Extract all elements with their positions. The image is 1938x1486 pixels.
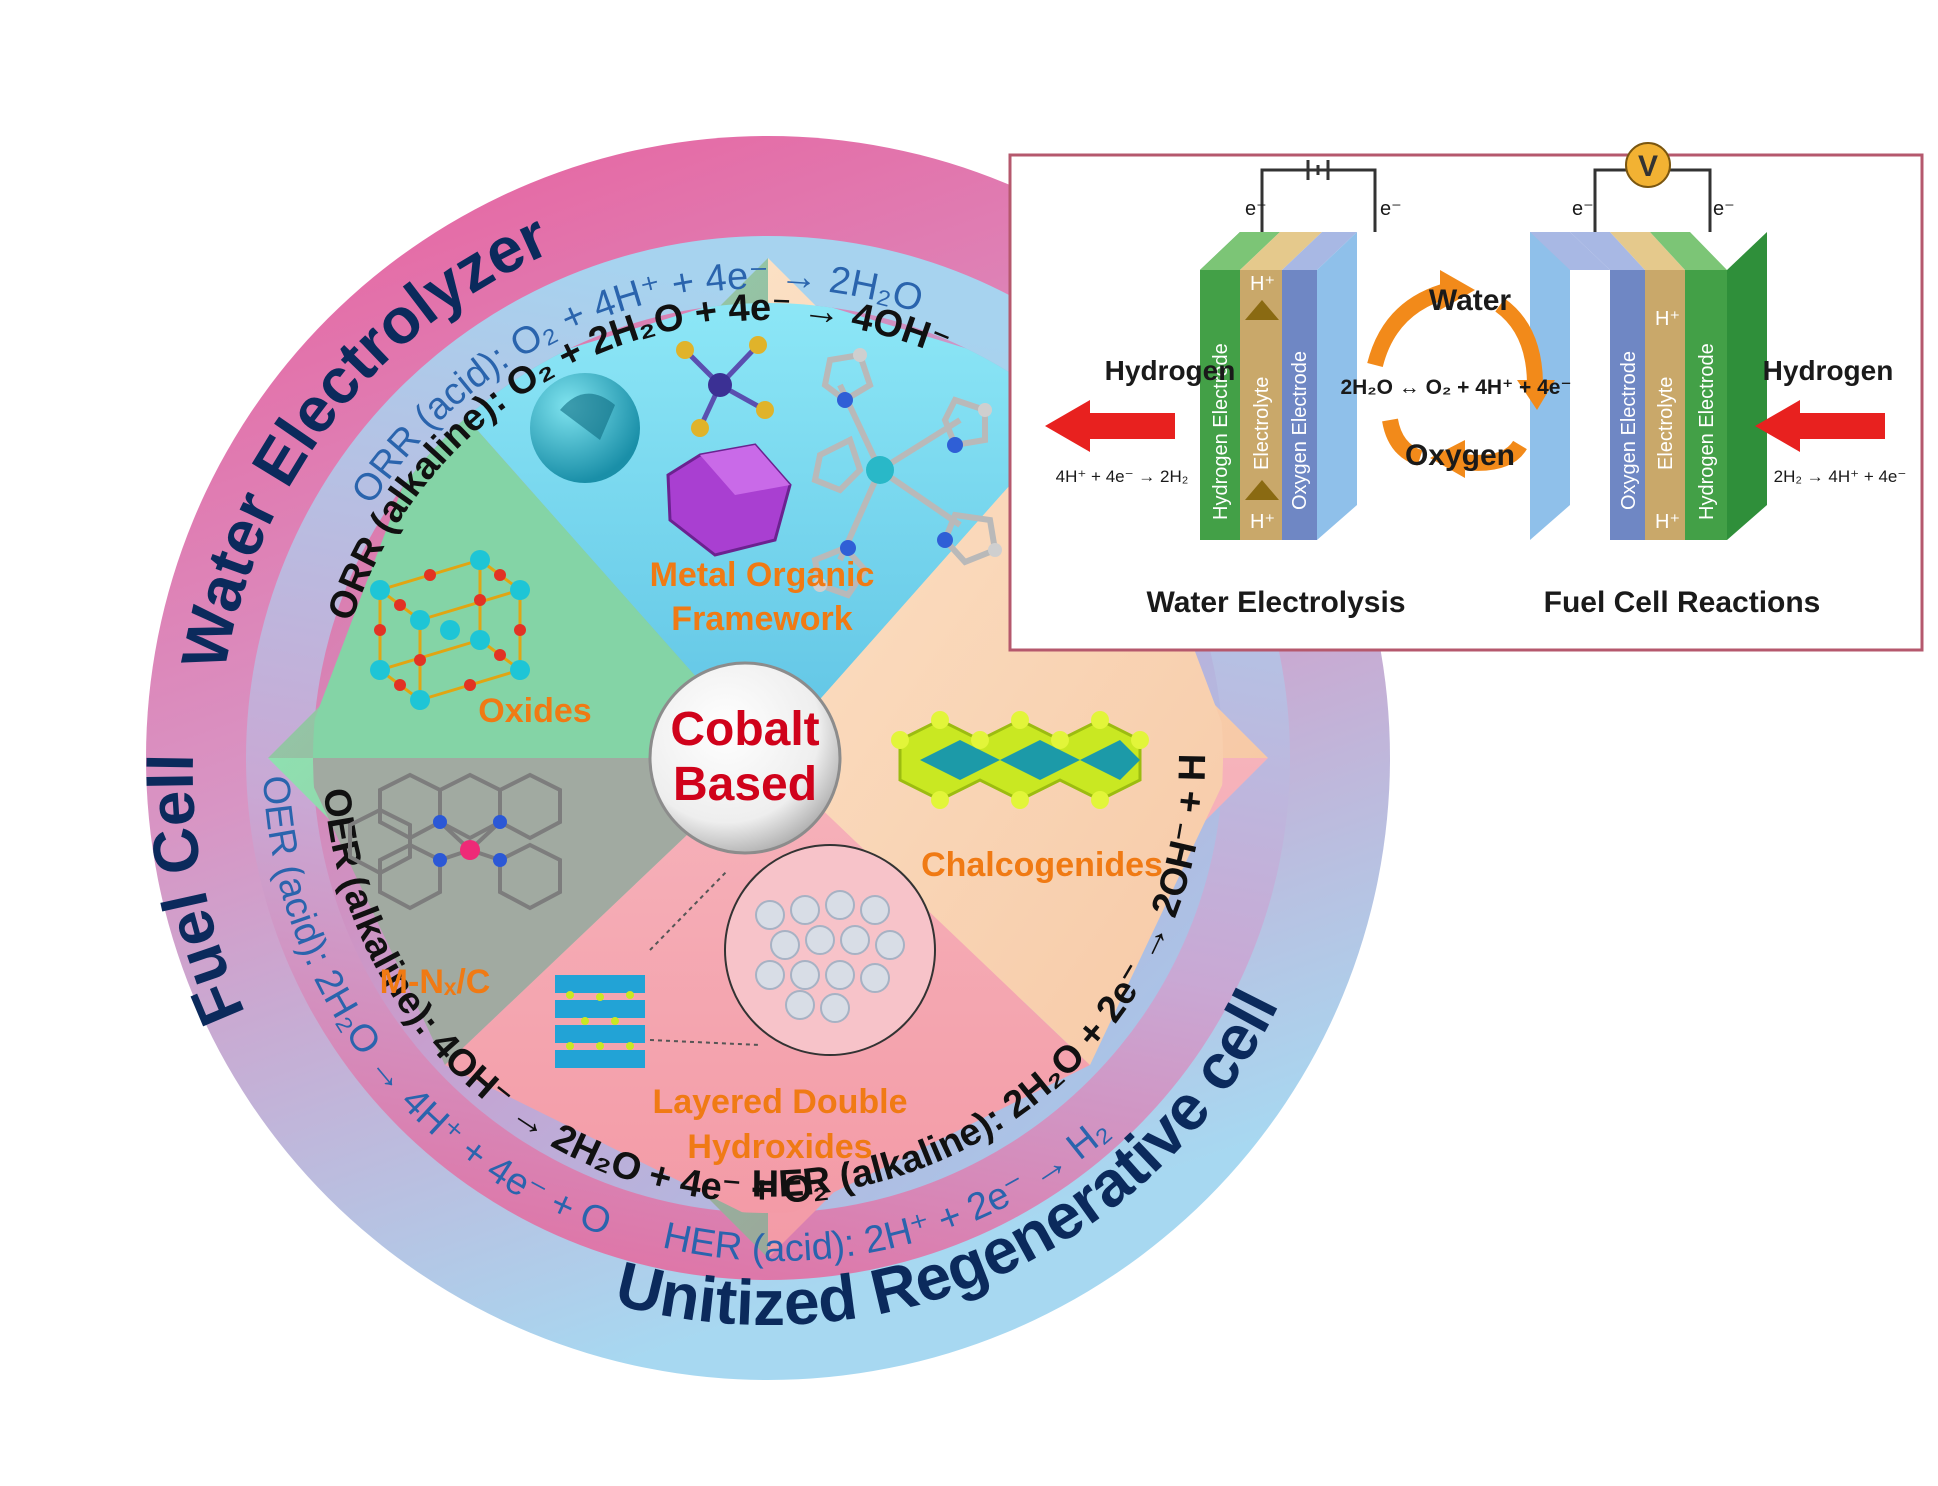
center-label-line2: Based — [673, 758, 817, 811]
mof-polyhedron-face-icon — [700, 445, 790, 495]
chalcogenides-chain-icon — [891, 711, 1149, 809]
fuel-cell-voltmeter-icon: V — [1593, 142, 1712, 232]
fc-proton-top: H⁺ — [1655, 308, 1680, 330]
elec-layer-oxygen-electrode: Oxygen Electrode — [1289, 351, 1311, 510]
oxides-lattice-icon — [370, 550, 530, 710]
label-mof-line2: Framework — [671, 600, 852, 638]
water-oxygen-cycle-icon — [1367, 270, 1555, 478]
fc-layer-electrolyte: Electrolyte — [1655, 377, 1677, 470]
inset-water: Water — [1429, 284, 1512, 317]
hydrogen-in-arrow-icon — [1755, 400, 1885, 452]
fc-proton-bottom: H⁺ — [1655, 511, 1680, 533]
elec-proton-top: H⁺ — [1250, 273, 1275, 295]
elec-layer-electrolyte: Electrolyte — [1251, 377, 1273, 470]
label-chalcogenides: Chalcogenides — [921, 846, 1163, 884]
inset-oxygen: Oxygen — [1405, 439, 1515, 472]
inset-caption-fuel-cell-reactions: Fuel Cell Reactions — [1544, 586, 1821, 619]
inset-caption-water-electrolysis: Water Electrolysis — [1147, 586, 1406, 619]
elec-electron-right: e⁻ — [1380, 198, 1402, 220]
hydrogen-out-arrow-icon — [1045, 400, 1175, 452]
label-mof-line1: Metal Organic — [650, 556, 875, 594]
mof-sphere-cut-icon — [560, 393, 615, 440]
quadrant-oxides-fill — [313, 388, 768, 758]
center-sphere — [648, 661, 842, 855]
elec-proton-bottom: H⁺ — [1250, 511, 1275, 533]
inset-right-equation: 2H₂ → 4H⁺ + 4e⁻ — [1774, 467, 1907, 486]
label-ldh-line1: Layered Double — [652, 1083, 907, 1121]
fc-electron-right: e⁻ — [1713, 198, 1735, 220]
inset-center-equation: 2H₂O ↔ O₂ + 4H⁺ + 4e⁻ — [1340, 376, 1571, 399]
center-label-line1: Cobalt — [670, 703, 819, 756]
label-mnxc: M-Nₓ/C — [380, 963, 491, 1001]
ldh-layers-icon — [555, 975, 645, 1068]
ldh-illustration — [555, 844, 936, 1068]
fuel-cell-icon — [1530, 232, 1767, 540]
label-ldh-line2: Hydroxides — [687, 1128, 872, 1166]
mof-illustration — [530, 336, 1002, 599]
mof-linker-network-icon — [811, 348, 1002, 599]
mnxc-structure-icon — [348, 772, 562, 911]
elec-layer-hydrogen-electrode: Hydrogen Electrode — [1210, 343, 1232, 520]
elec-electron-left: e⁻ — [1245, 198, 1267, 220]
electrolysis-battery-icon — [1260, 160, 1377, 232]
electrolysis-cell-icon — [1200, 232, 1357, 540]
voltmeter-label: V — [1638, 150, 1658, 183]
inset-left-equation: 4H⁺ + 4e⁻ → 2H₂ — [1056, 467, 1189, 486]
fc-layer-hydrogen-electrode: Hydrogen Electrode — [1696, 343, 1718, 520]
inset-hydrogen-right: Hydrogen — [1763, 355, 1894, 386]
label-oxides: Oxides — [478, 692, 591, 730]
mof-tetrahedral-icon — [676, 336, 774, 437]
inset-hydrogen-left: Hydrogen — [1105, 355, 1236, 386]
inset-frame — [1008, 153, 1924, 652]
fc-electron-left: e⁻ — [1572, 198, 1594, 220]
inset-panel: V Hydrogen Electrode Electrolyte Oxygen … — [1008, 142, 1924, 652]
fc-layer-oxygen-electrode: Oxygen Electrode — [1618, 351, 1640, 510]
